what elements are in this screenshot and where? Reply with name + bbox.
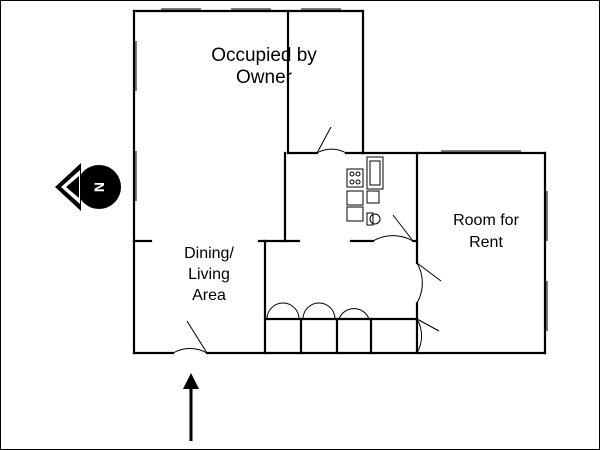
kitchen-fixtures: [346, 156, 384, 226]
interior-walls: [132, 9, 419, 355]
outer-walls: [132, 9, 547, 355]
room-label-owner: Occupied by Owner: [211, 45, 317, 88]
room-label-rent: Room for Rent: [453, 212, 519, 251]
doors: [172, 126, 442, 354]
north-arrow-icon: [55, 163, 121, 211]
compass-north-letter: N: [91, 181, 107, 193]
room-label-dining-living: Dining/ Living Area: [184, 245, 234, 304]
entrance-arrow-icon: [183, 373, 199, 441]
window-marks: [135, 8, 548, 331]
